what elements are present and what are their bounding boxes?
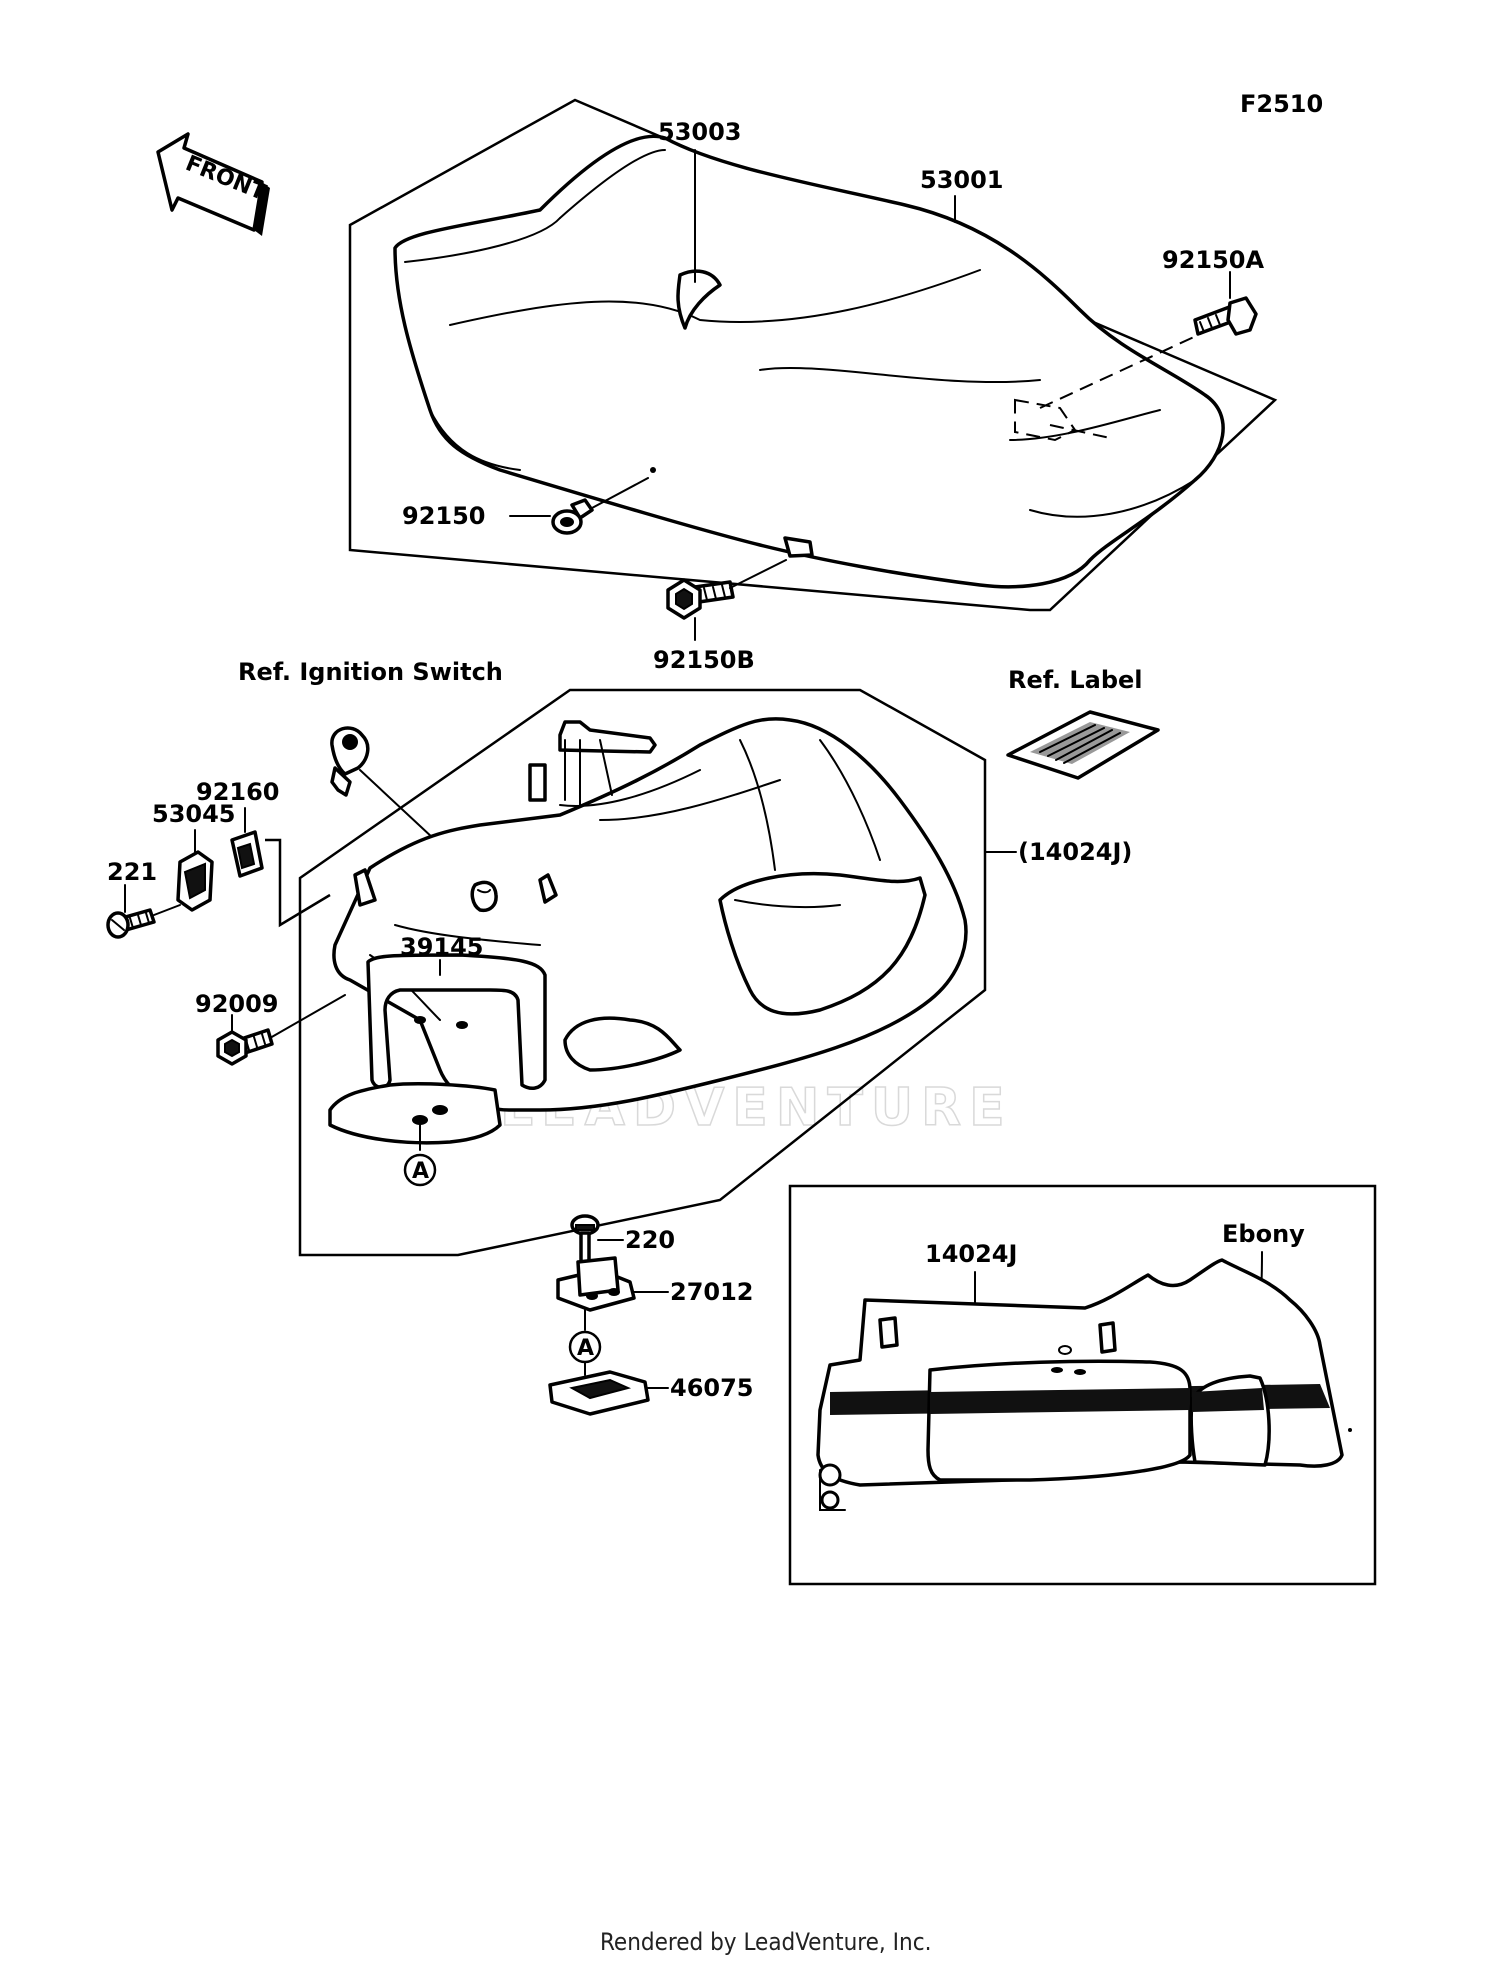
ref-label-sticker-icon xyxy=(1006,710,1160,780)
label-14024J-ref: (14024J) xyxy=(1018,838,1132,866)
side-cover-ebony xyxy=(816,1258,1352,1511)
leader-92150-dash xyxy=(591,477,649,509)
leader-92150B-dash xyxy=(729,559,787,589)
label-221: 221 xyxy=(107,858,157,886)
marker-a-lower-label: A xyxy=(577,1336,594,1361)
bolt-92150B-icon xyxy=(666,578,735,620)
marker-a-circle xyxy=(403,1153,437,1187)
label-53001: 53001 xyxy=(920,166,1004,194)
label-ref-label: Ref. Label xyxy=(1008,666,1143,694)
label-92160: 92160 xyxy=(196,778,280,806)
bracket-92160-icon xyxy=(230,830,264,878)
label-ebony: Ebony xyxy=(1222,1220,1305,1248)
label-ref-ignition-switch: Ref. Ignition Switch xyxy=(238,658,503,686)
leader-221-dash xyxy=(153,904,181,916)
label-14024J: 14024J xyxy=(925,1240,1017,1268)
front-arrow-icon: FRONT xyxy=(156,132,270,236)
label-39145: 39145 xyxy=(400,933,484,961)
screw-220-icon xyxy=(570,1214,600,1264)
label-92150B: 92150B xyxy=(653,646,755,674)
seat-group-frame xyxy=(348,98,1278,612)
leader-92009-dash xyxy=(269,994,346,1039)
marker-a-label: A xyxy=(412,1159,429,1184)
screw-221-icon xyxy=(106,908,156,939)
footer-credit: Rendered by LeadVenture, Inc. xyxy=(600,1928,931,1956)
clip-53045-icon xyxy=(176,850,214,912)
bolt-92009-icon xyxy=(216,1028,274,1066)
bolt-92150A-icon xyxy=(1193,296,1258,336)
diagram-code: F2510 xyxy=(1240,90,1323,118)
label-92009: 92009 xyxy=(195,990,279,1018)
label-27012: 27012 xyxy=(670,1278,754,1306)
seat-cowl xyxy=(332,717,968,1112)
grommet-92150-icon xyxy=(551,498,594,535)
striker-46075-icon xyxy=(548,1370,650,1416)
label-220: 220 xyxy=(625,1226,675,1254)
ignition-switch-icon xyxy=(330,726,370,797)
label-53045: 53045 xyxy=(152,800,236,828)
label-92150: 92150 xyxy=(402,502,486,530)
bracket-sub-frame xyxy=(265,838,331,928)
seat xyxy=(393,134,1236,589)
plate-27012-icon xyxy=(556,1256,636,1312)
ebony-inset-frame xyxy=(788,1184,1377,1586)
label-92150A: 92150A xyxy=(1162,246,1264,274)
latch-39145-icon xyxy=(328,953,547,1145)
label-53003: 53003 xyxy=(658,118,742,146)
label-46075: 46075 xyxy=(670,1374,754,1402)
cowl-group-frame xyxy=(298,688,987,1257)
